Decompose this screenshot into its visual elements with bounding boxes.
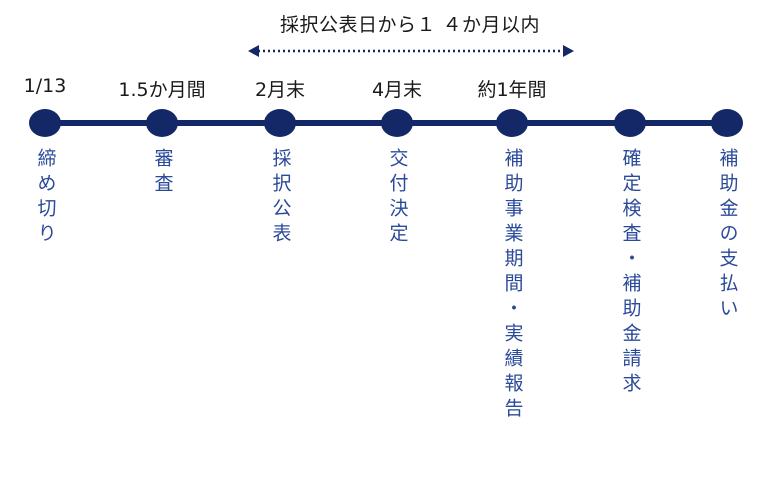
timeline [29, 109, 743, 137]
milestone-dot [711, 109, 743, 137]
milestone-dot [614, 109, 646, 137]
milestone-dot [381, 109, 413, 137]
milestone-dot [29, 109, 61, 137]
milestone-dot [496, 109, 528, 137]
date-label: 1.5か月間 [118, 79, 206, 101]
milestone-label: 補助金の支払い [716, 148, 739, 323]
milestone-label: 締め切り [34, 148, 57, 248]
date-label: 4月末 [371, 79, 423, 101]
date-label: 2月末 [254, 79, 306, 101]
span-arrow [248, 45, 574, 57]
milestone-label: 確定検査・補助金請求 [619, 148, 642, 398]
span-arrow-left-head [248, 45, 259, 57]
milestone-label: 交付決定 [386, 148, 409, 248]
span-arrow-right-head [563, 45, 574, 57]
milestone-label: 補助事業期間・実績報告 [501, 148, 524, 423]
milestone-label: 採択公表 [269, 148, 292, 248]
milestone-label: 審査 [151, 148, 174, 198]
date-label: 1/13 [23, 75, 67, 97]
milestone-dot [146, 109, 178, 137]
span-label: 採択公表日から１ ４か月以内 [279, 14, 541, 36]
milestone-dot [264, 109, 296, 137]
date-label: 約1年間 [477, 79, 547, 101]
